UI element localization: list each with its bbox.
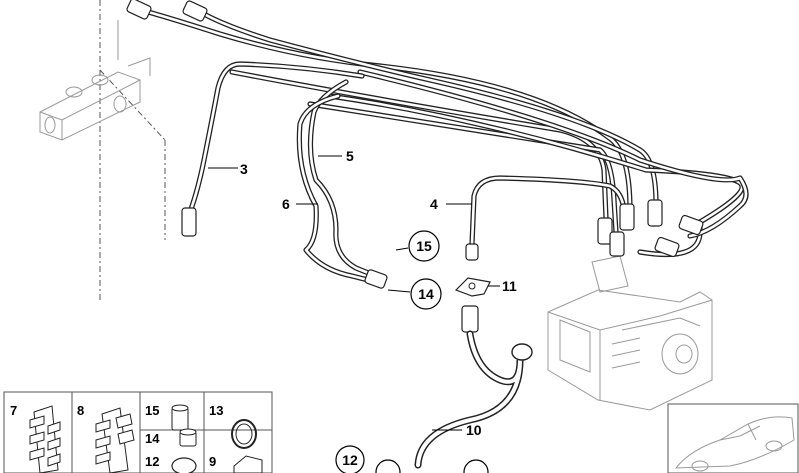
union-nut-14-illustration <box>179 428 197 447</box>
inset-label-7: 7 <box>10 403 17 418</box>
sealing-ring-13-illustration <box>231 419 257 449</box>
callout-5: 5 <box>346 148 354 164</box>
callout-15-circle <box>408 230 440 262</box>
inset-label-9: 9 <box>209 454 216 469</box>
leader-lines <box>208 155 500 431</box>
small-parts-inset: 7 8 15 14 13 12 9 <box>3 391 273 473</box>
callout-12-circle <box>335 445 365 473</box>
callout-4: 4 <box>430 196 438 212</box>
inset-label-13: 13 <box>209 403 223 418</box>
pipe-fittings <box>126 0 704 333</box>
pipe-clip-8-illustration <box>95 407 135 473</box>
callout-14: 14 <box>418 286 434 302</box>
callout-10: 10 <box>466 422 482 438</box>
inset-label-14: 14 <box>145 431 160 446</box>
pipe-clip-7-illustration <box>29 405 61 473</box>
callout-circle-partial-left <box>375 459 401 473</box>
bracket-part-11 <box>454 277 491 297</box>
dashed-divider-lines <box>99 0 166 300</box>
callout-circle-partial-right <box>463 459 489 473</box>
grommet-12-illustration <box>171 457 197 473</box>
union-nut-15-illustration <box>171 404 189 431</box>
vehicle-location-thumbnail <box>667 403 799 473</box>
callout-6: 6 <box>282 196 290 212</box>
callout-3: 3 <box>240 161 248 177</box>
callout-14-circle <box>410 278 442 310</box>
inset-label-15: 15 <box>145 403 159 418</box>
master-cylinder-illustration <box>39 20 151 141</box>
callout-12: 12 <box>342 452 358 468</box>
callout-11: 11 <box>502 278 517 294</box>
brake-pipes <box>145 9 749 283</box>
inset-label-12: 12 <box>145 454 159 469</box>
brake-hose-part-10 <box>414 330 533 469</box>
callout-15: 15 <box>416 238 432 254</box>
hydraulic-unit-illustration <box>547 255 713 411</box>
inset-label-8: 8 <box>77 403 84 418</box>
clamp-9-illustration <box>233 455 263 473</box>
callout-labels: 3 5 6 4 11 10 15 14 12 <box>240 148 517 473</box>
